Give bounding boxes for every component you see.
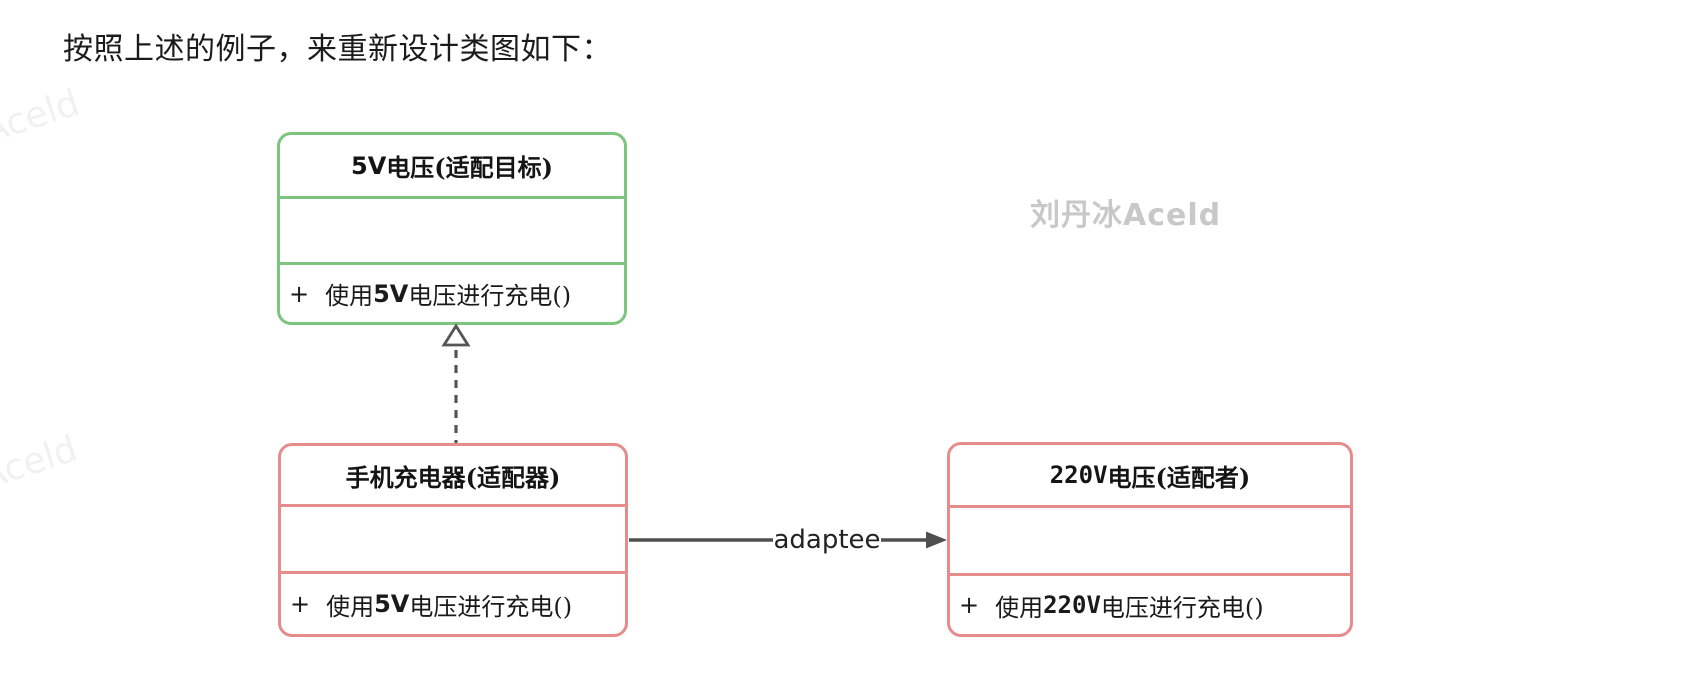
method-text-latin: 220V: [1043, 591, 1101, 619]
visibility-plus: +: [290, 590, 311, 618]
divider: [281, 504, 625, 507]
class-title-adaptee-cjk: 电压(适配者): [1107, 462, 1251, 492]
realization-arrow: [441, 323, 471, 443]
divider: [280, 262, 624, 265]
method-text: 使用: [325, 282, 374, 310]
divider: [950, 505, 1350, 508]
watermark-aceld-mid-left: Aceld: [0, 428, 83, 498]
method-text: 使用: [326, 592, 375, 621]
divider: [280, 196, 624, 199]
class-title-target-cjk: 电压(适配目标): [386, 153, 553, 182]
watermark-author: 刘丹冰Aceld: [1030, 198, 1222, 233]
method-text: 电压进行充电(): [1100, 593, 1264, 622]
method-text: 电压进行充电(): [408, 282, 572, 310]
divider: [281, 571, 625, 574]
visibility-plus: +: [289, 279, 310, 308]
class-fields-adapter: [281, 507, 625, 571]
class-fields-adaptee: [950, 508, 1350, 573]
hollow-triangle-arrowhead-icon: [441, 323, 471, 347]
filled-arrowhead-icon: [926, 531, 947, 549]
divider: [950, 573, 1350, 576]
method-text: 使用: [995, 593, 1044, 622]
class-title-adapter: 手机充电器(适配器): [281, 446, 625, 504]
method-text-latin: 5V: [374, 590, 410, 618]
association-arrow: [629, 531, 947, 549]
method-text-latin: 5V: [373, 279, 409, 308]
association-label: adaptee: [773, 525, 881, 555]
class-title-target-latin: 5V: [351, 151, 387, 180]
class-fields-target: [280, 199, 624, 262]
page-title: 按照上述的例子，来重新设计类图如下：: [63, 32, 612, 67]
visibility-plus: +: [959, 591, 980, 619]
method-text: 电压进行充电(): [409, 592, 573, 621]
class-title-adapter-cjk: 手机充电器(适配器): [345, 462, 561, 492]
watermark-aceld-top-left: Aceld: [0, 82, 85, 152]
class-title-adaptee-latin: 220V: [1049, 461, 1108, 489]
